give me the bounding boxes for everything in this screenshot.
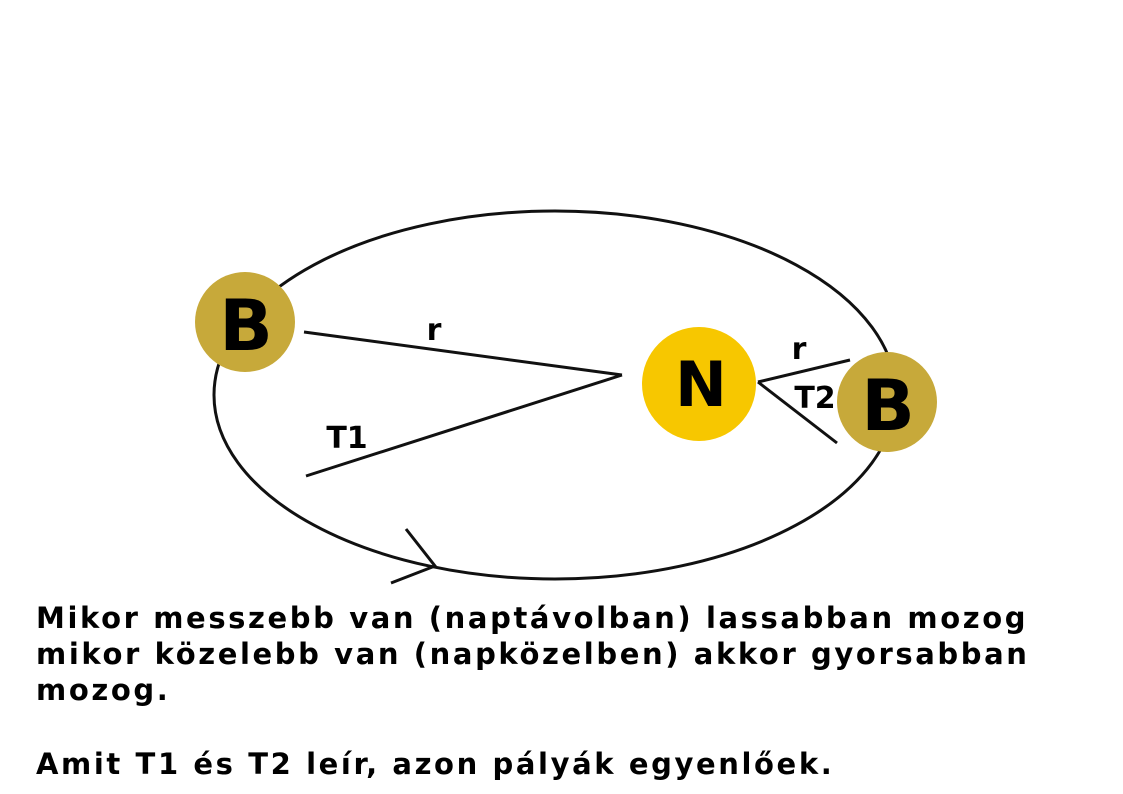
radius-line-far-bottom (305, 373, 623, 478)
area-label-t1: T1 (326, 421, 367, 456)
radius-line-near-top (757, 358, 851, 384)
planet-far-circle (195, 272, 295, 372)
radius-label-far: r (427, 313, 442, 348)
sun-circle (642, 327, 756, 441)
area-label-t2: T2 (794, 381, 835, 416)
caption-paragraph-speed: Mikor messzebb van (naptávolban) lassabb… (36, 601, 1030, 707)
planet-far-label: B (219, 285, 272, 367)
caption-paragraph-equal-areas: Amit T1 és T2 leír, azon pályák egyenlőe… (36, 747, 835, 781)
planet-near-label: B (861, 365, 914, 447)
sun-label: N (675, 348, 727, 421)
radius-label-near: r (792, 332, 807, 367)
radius-line-near-bottom (757, 380, 838, 445)
radius-line-far-top (303, 330, 623, 377)
orbit-direction-arrow-icon (390, 528, 438, 585)
planet-near-circle (837, 352, 937, 452)
